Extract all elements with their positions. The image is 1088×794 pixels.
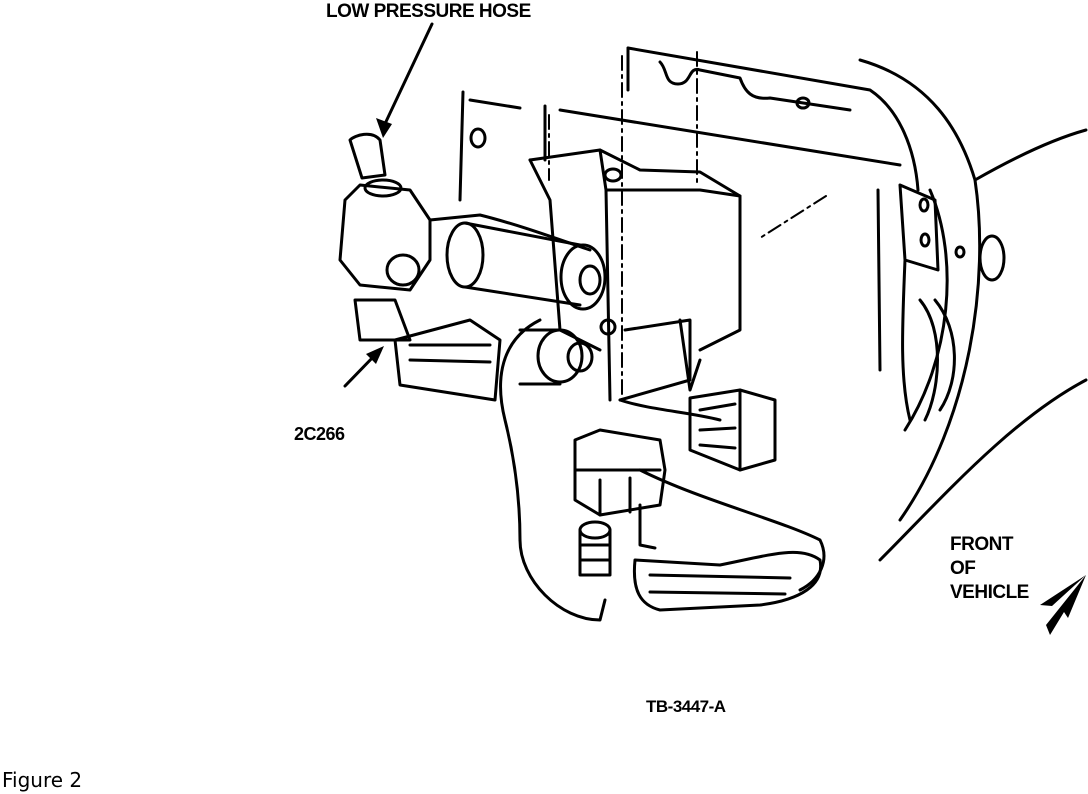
hydraulic-pump-assembly: [338, 132, 607, 402]
arrowheads: [366, 118, 392, 364]
centerlines: [548, 51, 827, 401]
inner-fender-apron: [458, 46, 966, 422]
leader-lines: [343, 22, 434, 388]
callout-front-line-3: VEHICLE: [950, 582, 1029, 603]
callout-front-line-1: FRONT: [950, 534, 1013, 555]
callout-front-line-2: OF: [950, 558, 976, 579]
illustration-code: TB-3447-A: [646, 697, 726, 716]
callout-part-number: 2C266: [294, 424, 345, 444]
pressure-switch-plug: [578, 520, 612, 577]
lower-bracket: [632, 550, 823, 612]
figure-caption: Figure 2: [2, 768, 83, 792]
mounting-bracket: [528, 148, 742, 402]
relay-module: [573, 428, 667, 550]
callout-low-pressure-hose: LOW PRESSURE HOSE: [326, 1, 531, 22]
vehicle-body-panel: [858, 58, 1088, 562]
callout-front-of-vehicle: FRONT OF VEHICLE: [950, 533, 1029, 605]
front-direction-arrow-icon: [1040, 575, 1086, 635]
harness-connector: [688, 388, 777, 472]
